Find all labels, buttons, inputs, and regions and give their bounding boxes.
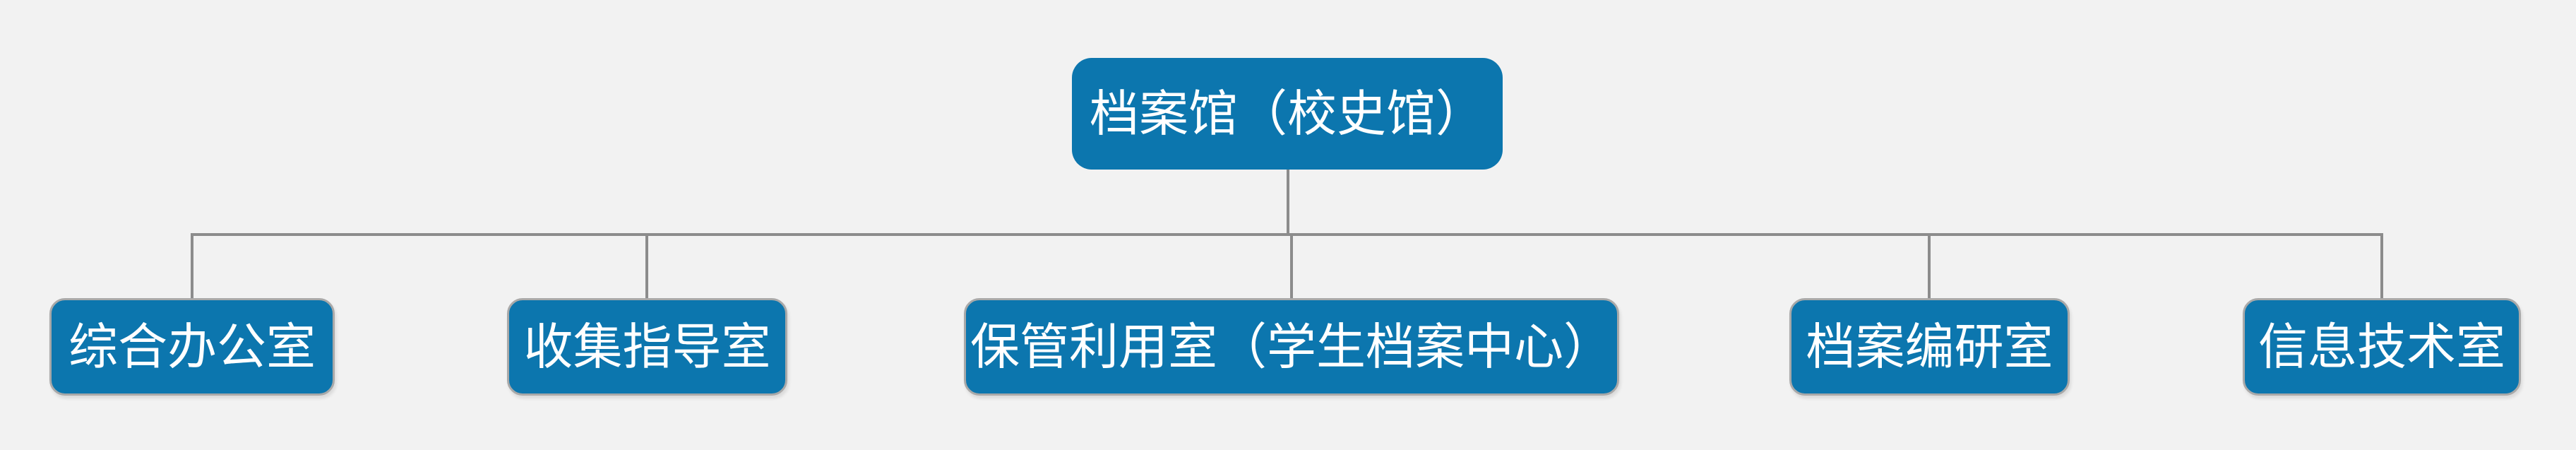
- org-node-label: 综合办公室: [68, 319, 316, 374]
- connector-drop-2: [645, 233, 648, 300]
- connector-drop-4: [1928, 233, 1931, 300]
- org-node-dept-storage-utilization: 保管利用室（学生档案中心）: [964, 298, 1619, 396]
- org-node-dept-information-technology: 信息技术室: [2243, 298, 2521, 396]
- org-node-label: 保管利用室（学生档案中心）: [970, 319, 1613, 374]
- connector-root-vertical: [1287, 170, 1289, 233]
- org-node-label: 档案编研室: [1806, 319, 2053, 374]
- org-node-root-label: 档案馆（校史馆）: [1090, 86, 1485, 141]
- connector-drop-1: [191, 233, 193, 300]
- connector-horizontal-bus: [191, 233, 2383, 236]
- org-node-label: 收集指导室: [523, 319, 771, 374]
- connector-drop-3: [1290, 233, 1293, 300]
- org-node-dept-compilation-research: 档案编研室: [1789, 298, 2070, 396]
- org-node-dept-general-office: 综合办公室: [49, 298, 335, 396]
- connector-drop-5: [2380, 233, 2383, 300]
- org-node-dept-collection-guidance: 收集指导室: [507, 298, 787, 396]
- org-node-label: 信息技术室: [2258, 319, 2505, 374]
- org-node-root: 档案馆（校史馆）: [1072, 58, 1503, 170]
